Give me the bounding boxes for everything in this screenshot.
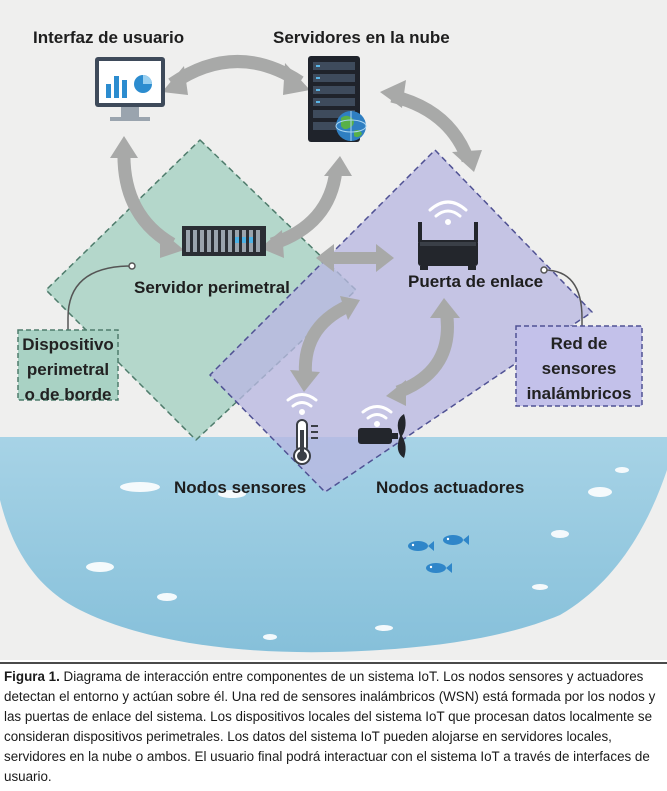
fish-icon [408, 541, 434, 551]
interaction-arrows [110, 55, 482, 406]
caption-text: Diagrama de interacción entre componente… [4, 669, 656, 784]
wsn-line: Red de [550, 334, 608, 353]
edge-device-line: o de borde [24, 385, 112, 404]
fish-icon [426, 563, 452, 573]
caption-label: Figura 1. [4, 669, 60, 684]
gateway-label: Puerta de enlace [408, 272, 544, 291]
edge-device-callout: Dispositivo perimetral o de borde [18, 332, 118, 407]
user-interface-label: Interfaz de usuario [33, 28, 185, 47]
edge-device-callout-box [17, 329, 119, 401]
globe-icon [335, 111, 367, 141]
sensor-nodes-label: Nodos sensores [174, 478, 307, 497]
fish-icon [443, 535, 469, 545]
wsn-line: sensores [541, 359, 617, 378]
motor-propeller-icon [358, 414, 406, 458]
router-icon [418, 222, 478, 270]
wsn-region [209, 149, 593, 493]
wsn-callout: Red de sensores inalámbricos [516, 331, 642, 406]
cloud-servers-label: Servidores en la nube [273, 28, 450, 47]
wsn-line: inalámbricos [526, 384, 632, 403]
foam-patches [86, 467, 629, 640]
edge-region [45, 139, 357, 441]
wifi-icon [361, 405, 393, 427]
figure-caption: Figura 1. Diagrama de interacción entre … [4, 667, 663, 787]
thermometer-icon [293, 419, 318, 465]
actuator-nodes-label: Nodos actuadores [376, 478, 525, 497]
callout-leaders [67, 262, 583, 330]
edge-server-label: Servidor perimetral [134, 278, 290, 297]
wifi-icon [428, 200, 468, 225]
monitor-chart-icon [95, 57, 165, 121]
diagram-canvas [0, 55, 667, 653]
wifi-icon [286, 393, 318, 415]
caption-divider [0, 662, 667, 664]
wsn-callout-box [515, 325, 643, 407]
iot-diagram: Interfaz de usuario Servidores en la nub… [0, 0, 667, 660]
edge-device-line: Dispositivo [22, 335, 114, 354]
edge-rack-icon [182, 226, 266, 256]
edge-device-line: perimetral [26, 360, 110, 379]
